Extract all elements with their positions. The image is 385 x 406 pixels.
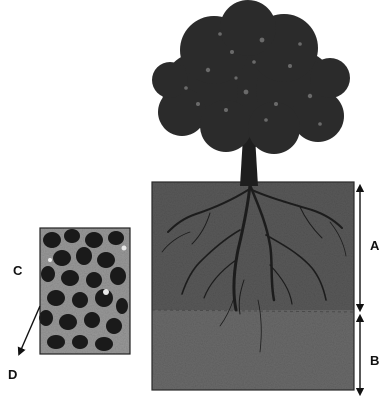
label-c: C — [13, 264, 22, 277]
label-a: A — [370, 239, 379, 252]
tree-canopy — [152, 0, 350, 154]
arrow-d — [20, 306, 40, 352]
tree-icon — [152, 0, 350, 186]
soil-block — [152, 182, 354, 390]
soil-particle-inset — [39, 228, 130, 354]
subsoil-layer — [152, 310, 354, 390]
label-b: B — [370, 354, 379, 367]
label-d: D — [8, 368, 17, 381]
